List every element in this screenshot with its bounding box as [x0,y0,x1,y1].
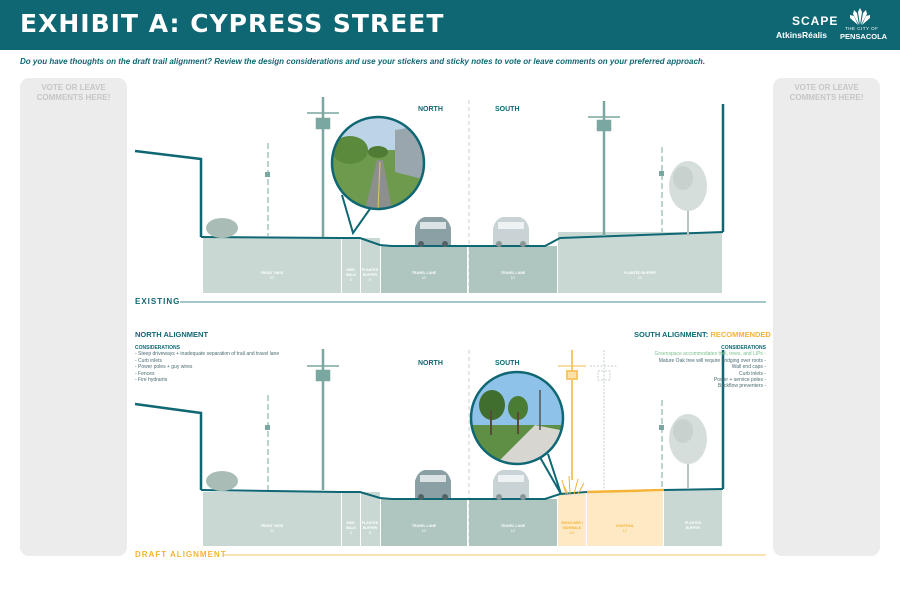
draft-zone-planted-buffer-2 [664,490,722,546]
instructions-text: Do you have thoughts on the draft trail … [20,57,706,66]
list-item: Greenspace accommodates trail, trees, an… [654,351,766,358]
north-considerations-heading: CONSIDERATIONS [135,345,180,351]
list-item: - Fences [135,370,155,377]
right-comment-panel[interactable]: VOTE OR LEAVE COMMENTS HERE! [773,78,880,556]
draft-ground-line [200,489,588,500]
existing-shrub-icon [206,218,238,238]
existing-zone-front-yard [203,238,341,293]
list-item: - Curb inlets [135,357,162,364]
draft-zone-travel-lane-1 [381,499,467,546]
draft-south-label: SOUTH [495,360,520,367]
list-item: Mature Oak tree will require bridging ov… [658,357,766,364]
draft-zone-planted-buffer [361,492,380,546]
draft-tree-icon [669,414,707,489]
left-comment-panel[interactable]: VOTE OR LEAVE COMMENTS HERE! [20,78,127,556]
draft-car-south-icon [493,470,529,500]
draft-existing-pole-ghost [590,350,618,490]
draft-zone-sidewalk [342,492,360,546]
north-considerations: CONSIDERATIONS - Steep driveways + inade… [135,345,279,383]
pensacola-logo-icon [850,8,870,25]
list-item: Curb inlets - [739,370,766,377]
draft-north-label: NORTH [418,360,443,367]
south-considerations: CONSIDERATIONS Greenspace accommodates t… [655,345,766,390]
atkinsrealis-logo: AtkinsRéalis [776,30,828,40]
existing-car-north-icon [415,217,451,247]
existing-section-label: EXISTING [135,297,181,306]
south-alignment-prefix: SOUTH ALIGNMENT: [634,330,709,339]
right-comment-label: VOTE OR LEAVE COMMENTS HERE! [789,83,864,102]
existing-zone-sidewalk [342,238,360,293]
draft-section [134,349,725,546]
draft-zone-front-yard [203,492,341,546]
draft-trail-line [586,488,665,494]
list-item: Power + service poles - [713,377,766,384]
left-comment-label: VOTE OR LEAVE COMMENTS HERE! [36,83,111,102]
draft-left-building [134,402,203,490]
existing-zone-travel-lane-2 [469,246,557,293]
existing-south-label: SOUTH [495,106,520,113]
existing-power-pole-right [588,101,620,236]
north-alignment-title: NORTH ALIGNMENT [135,330,209,339]
existing-power-pole-left [307,97,339,237]
city-of-text: THE CITY OF [845,26,879,31]
existing-car-south-icon [493,217,529,247]
header-bar: EXHIBIT A: CYPRESS STREET SCAPE AtkinsRé… [0,0,900,50]
draft-power-pole-left [307,349,339,490]
pensacola-text: PENSACOLA [840,32,888,41]
draft-zone-label-planted-buffer-2: PLANTED BUFFER [684,521,702,530]
list-item: - Fire hydrants [135,377,168,384]
draft-trail-planting-icon [561,475,585,495]
recommended-badge: RECOMMENDED [710,330,771,339]
draft-zone-travel-lane-2 [469,499,557,546]
draft-relocated-pole [558,350,586,480]
existing-zone-planted-buffer [361,238,380,293]
list-item: - Steep driveways + inadequate separatio… [135,351,280,358]
existing-ground-line [200,231,724,247]
draft-zone-suntrail [587,492,663,546]
list-item: - Power poles + guy wires [135,364,193,371]
existing-left-building [134,149,203,237]
south-considerations-heading: CONSIDERATIONS [721,345,766,351]
page-title: EXHIBIT A: CYPRESS STREET [20,9,445,38]
list-item: Backflow preventers - [717,383,766,390]
draft-zone-shoulder [558,494,586,546]
draft-shrub-icon [206,471,238,491]
draft-car-north-icon [415,470,451,500]
existing-section [134,97,725,293]
existing-tree-icon [669,161,707,236]
existing-zone-travel-lane-1 [381,246,467,293]
existing-zone-planted-buffer-2 [558,232,722,293]
scape-logo: SCAPE [792,14,839,28]
existing-street-photo [330,115,426,236]
existing-north-label: NORTH [418,106,443,113]
list-item: Wall end caps - [731,364,766,371]
south-alignment-title: SOUTH ALIGNMENT: RECOMMENDED [634,330,771,339]
draft-section-label: DRAFT ALIGNMENT [135,550,227,559]
